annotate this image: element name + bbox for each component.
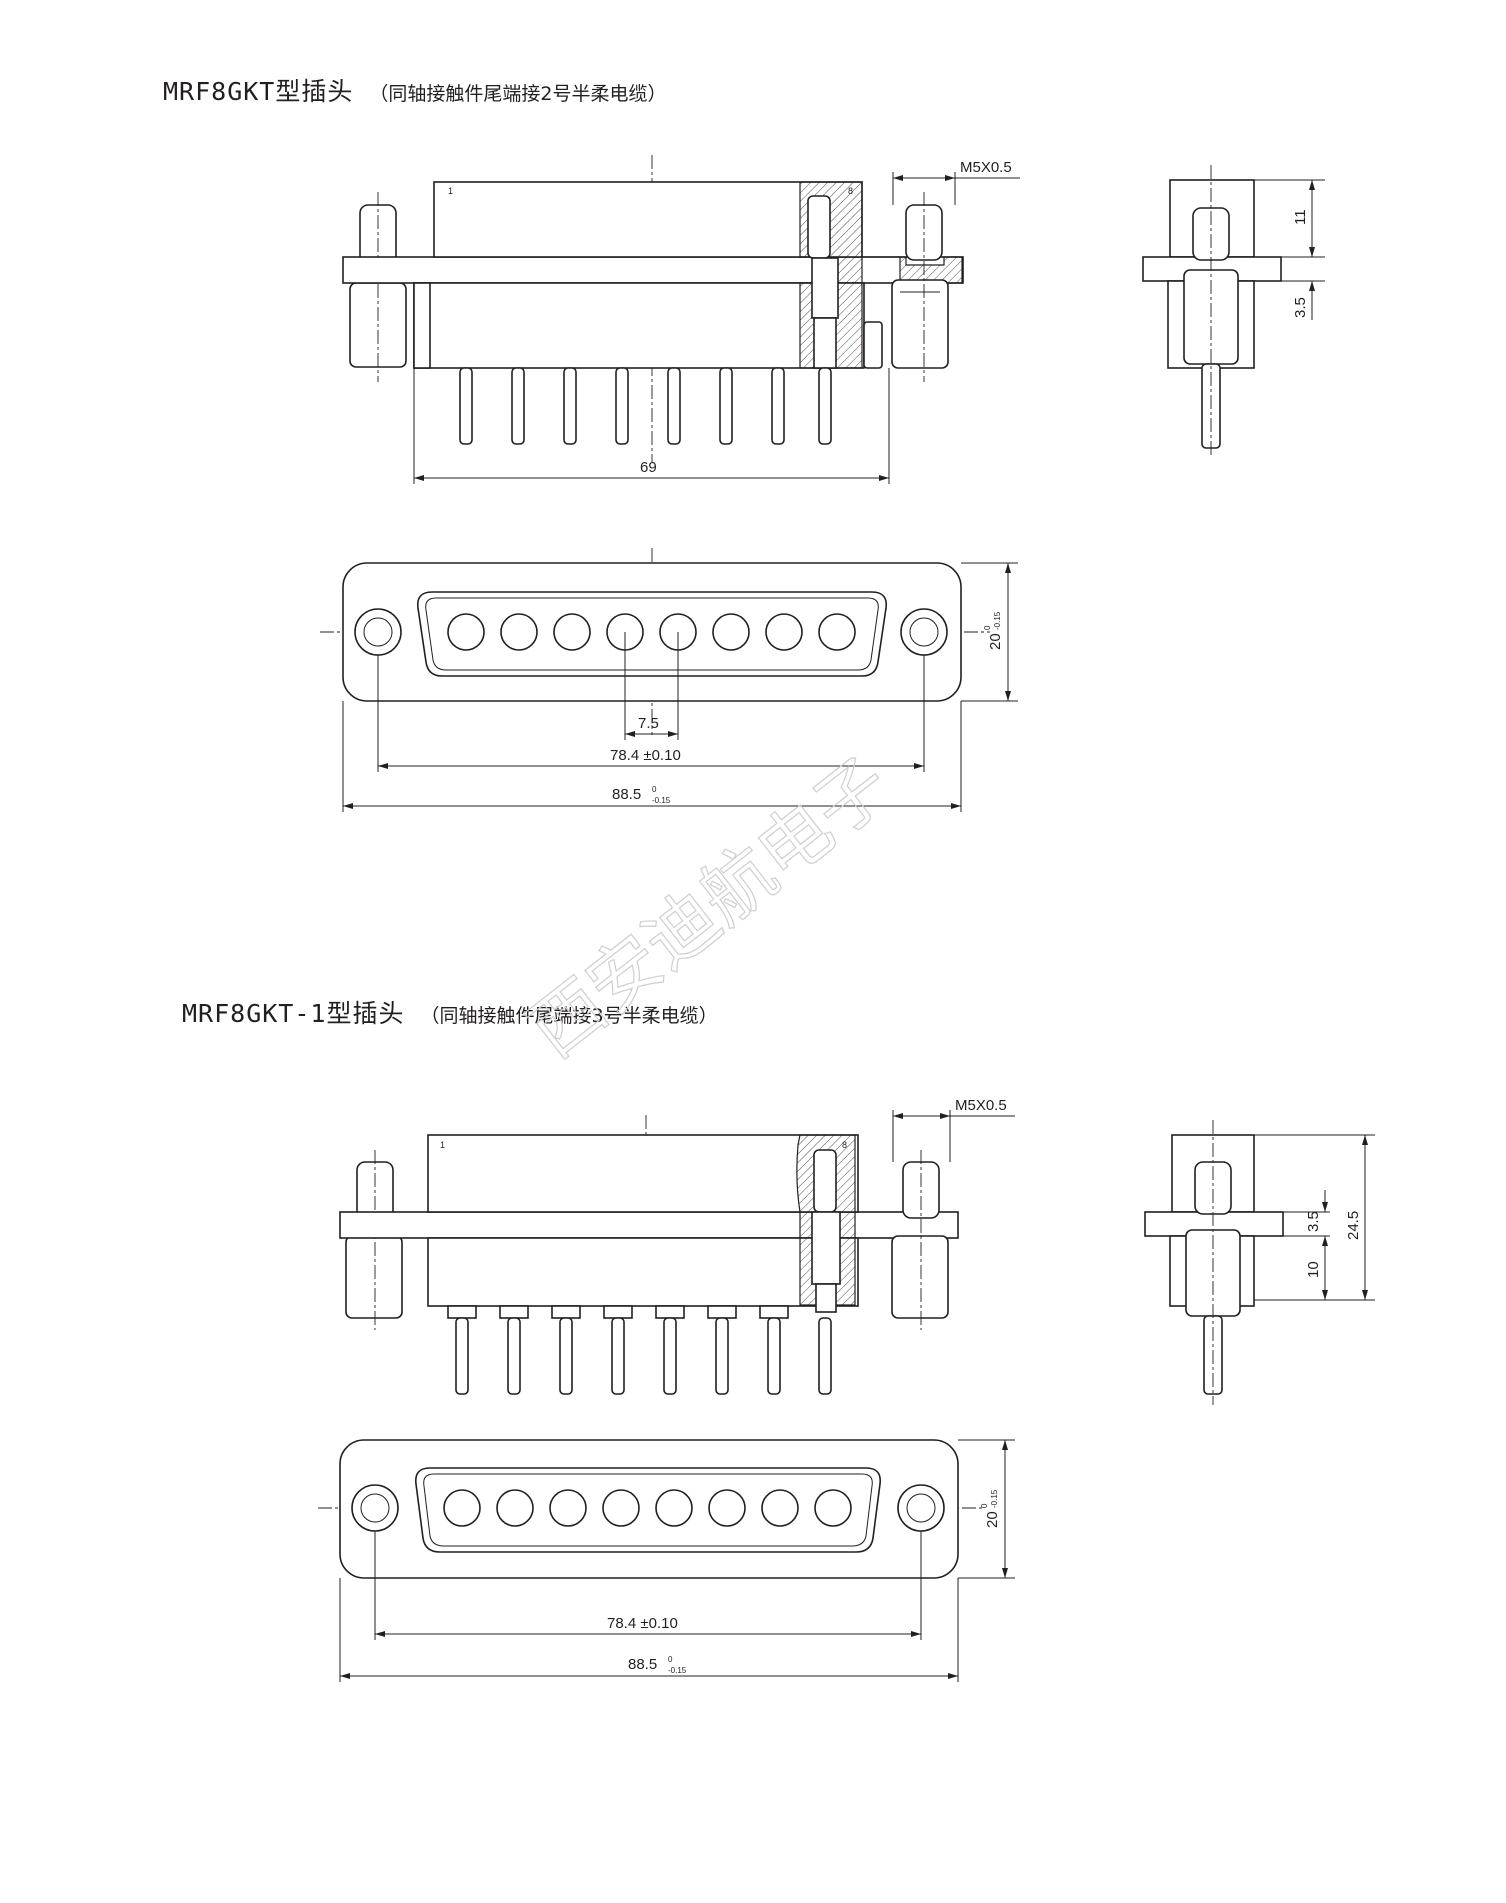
fig2-cavity-3 [549,1489,587,1527]
fig2-height-total-dim: 24.5 [1345,1211,1362,1240]
fig2-mount-hole-right [897,1484,945,1532]
fig2-pin-collar-6 [707,1305,737,1319]
fig2-end-view: 24.5 3.5 10 [1144,1120,1375,1405]
fig2-pin-6 [715,1317,729,1395]
fig2-hole-spacing-dim: 78.4 ±0.10 [607,1615,678,1632]
fig2-cavity-8 [814,1489,852,1527]
fig2-pin-5 [663,1317,677,1395]
fig2-overall-width-tol-upper: 0 [668,1655,673,1664]
fig1-body-height-dim: 20 [987,633,1004,650]
fig2-pin-collar-4 [603,1305,633,1319]
fig1-overall-width-tol-lower: -0.15 [652,796,671,805]
fig2-contact-cavities [443,1489,852,1527]
fig2-front-view: 20 0 -0.15 78.4 ±0.10 88.5 0 -0.15 [318,1439,1015,1682]
fig2-mount-hole-left [351,1484,399,1532]
fig2-pin-collar-2 [499,1305,529,1319]
fig2-pin-8 [818,1317,832,1395]
fig2-pin-4 [611,1317,625,1395]
fig2-cavity-5 [655,1489,693,1527]
figure1-subtitle: （同轴接触件尾端接2号半柔电缆） [369,83,667,105]
fig2-pin-group [447,1305,832,1395]
figure1-title-main: MRF8GKT型插头 [163,77,354,106]
fig1-height-lower-dim: 3.5 [1292,297,1309,318]
fig1-pin-2 [511,367,525,445]
fig1-end-view: 11 3.5 [1142,165,1325,455]
fig2-thread-dim: M5X0.5 [955,1097,1007,1114]
fig1-side-view: 1 8 M5X0.5 69 [342,155,1020,484]
fig2-pin-collar-1 [447,1305,477,1319]
fig2-body-height-dim: 20 [984,1511,1001,1528]
fig1-length-dim: 69 [640,459,657,476]
fig2-side-view: 1 8 M5X0.5 [339,1097,1015,1395]
figure2-title-main: MRF8GKT-1型插头 [182,999,405,1028]
fig1-contact-cavities [447,613,856,651]
fig1-pin-5 [667,367,681,445]
fig1-pin-mark-8: 8 [848,186,853,196]
fig1-overall-width-dim: 88.5 [612,786,641,803]
fig1-cavity-1 [447,613,485,651]
watermark: 西安迪航电子 [514,741,906,1073]
fig1-pin-group [459,367,832,445]
fig1-pitch-dim: 7.5 [638,715,659,732]
fig1-cavity-8 [818,613,856,651]
fig1-body-height-tol-upper: 0 [983,625,992,630]
fig1-overall-width-tol-upper: 0 [652,785,657,794]
fig1-thread-dim: M5X0.5 [960,159,1012,176]
fig1-cavity-2 [500,613,538,651]
fig1-pin-4 [615,367,629,445]
fig2-pin-collar-5 [655,1305,685,1319]
fig1-pin-mark-1: 1 [448,186,453,196]
fig2-pin-3 [559,1317,573,1395]
fig1-body-height-tol-lower: -0.15 [993,611,1002,630]
fig1-mount-hole-right [900,608,948,656]
fig2-cavity-6 [708,1489,746,1527]
fig1-cavity-3 [553,613,591,651]
fig2-cavity-1 [443,1489,481,1527]
fig2-cavity-4 [602,1489,640,1527]
fig2-pin-2 [507,1317,521,1395]
fig2-pin-mark-1: 1 [440,1140,445,1150]
fig1-cavity-6 [712,613,750,651]
figure2-subtitle: （同轴接触件尾端接3号半柔电缆） [420,1005,718,1027]
fig2-height-upper-dim: 3.5 [1305,1211,1322,1232]
fig1-hole-spacing-dim: 78.4 ±0.10 [610,747,681,764]
fig1-pin-7 [771,367,785,445]
fig2-cavity-7 [761,1489,799,1527]
fig1-pin-3 [563,367,577,445]
fig2-body-height-tol-upper: 0 [980,1503,989,1508]
figure2-title: MRF8GKT-1型插头 （同轴接触件尾端接3号半柔电缆） [182,994,718,1030]
fig2-pin-collar-3 [551,1305,581,1319]
fig1-front-view: 20 0 -0.15 7.5 78.4 ±0.10 88.5 0 -0.15 [320,548,1018,812]
fig2-pin-7 [767,1317,781,1395]
fig2-overall-width-tol-lower: -0.15 [668,1666,687,1675]
fig1-height-upper-dim: 11 [1292,209,1309,225]
fig2-pin-collar-7 [759,1305,789,1319]
fig2-height-lower-dim: 10 [1305,1261,1322,1278]
fig1-pin-1 [459,367,473,445]
fig1-mount-hole-left [354,608,402,656]
figure1-title: MRF8GKT型插头 （同轴接触件尾端接2号半柔电缆） [163,72,667,108]
fig2-overall-width-dim: 88.5 [628,1656,657,1673]
fig1-pin-6 [719,367,733,445]
fig2-pin-mark-8: 8 [842,1140,847,1150]
fig2-pin-1 [455,1317,469,1395]
fig1-cavity-7 [765,613,803,651]
fig2-cavity-2 [496,1489,534,1527]
fig1-pin-8 [818,367,832,445]
fig2-body-height-tol-lower: -0.15 [990,1489,999,1508]
